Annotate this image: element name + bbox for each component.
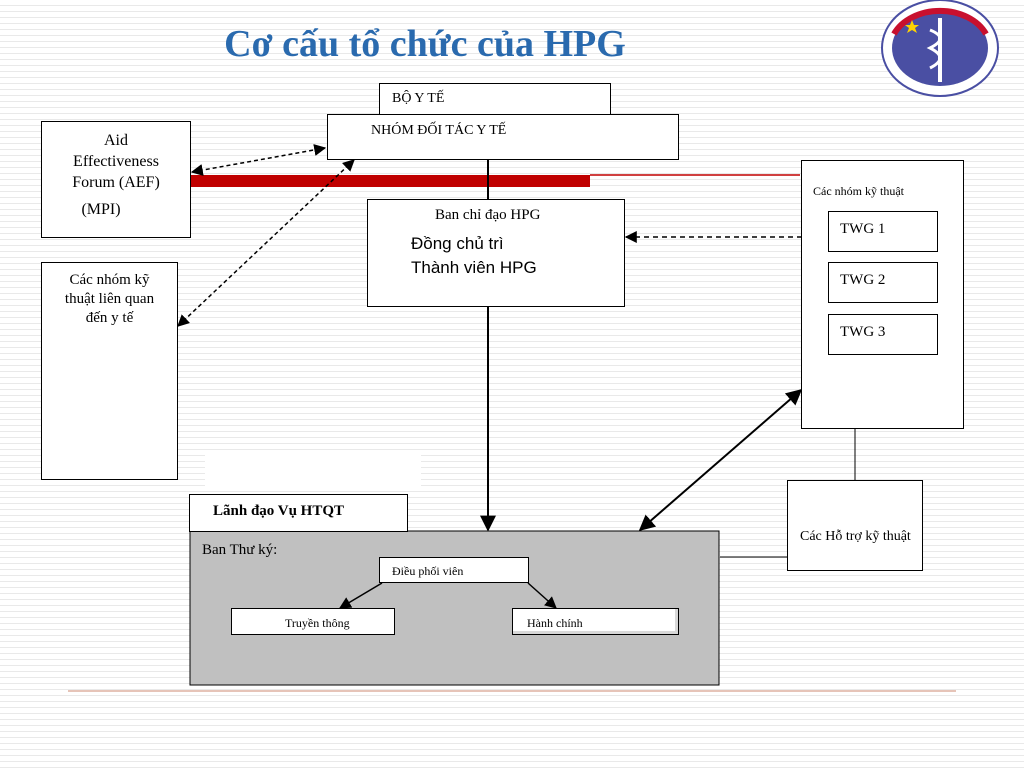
related-groups-line3: đến y tế bbox=[85, 310, 134, 326]
ministry-box: BỘ Y TẾ bbox=[379, 83, 611, 119]
twg1-box: TWG 1 bbox=[828, 211, 938, 252]
twg2-label: TWG 2 bbox=[840, 272, 886, 288]
partnership-group-label: NHÓM ĐỐI TÁC Y TẾ bbox=[371, 123, 507, 138]
aef-box: Aid Effectiveness Forum (AEF) (MPI) bbox=[41, 121, 191, 238]
red-bar bbox=[190, 175, 590, 187]
communications-label: Truyền thông bbox=[285, 616, 350, 630]
administration-label: Hành chính bbox=[527, 616, 583, 630]
slide-title: Cơ cấu tổ chức của HPG bbox=[224, 23, 626, 65]
related-groups-line1: Các nhóm kỹ bbox=[69, 272, 150, 288]
administration-box: Hành chính bbox=[512, 608, 679, 635]
technical-support-box: Các Hỗ trợ kỹ thuật bbox=[787, 480, 923, 571]
ministry-logo bbox=[880, 0, 1000, 98]
leadership-label: Lãnh đạo Vụ HTQT bbox=[213, 503, 345, 519]
leadership-box: Lãnh đạo Vụ HTQT bbox=[189, 494, 408, 532]
related-groups-box: Các nhóm kỹ thuật liên quan đến y tế bbox=[41, 262, 178, 480]
aef-line3: Forum (AEF) bbox=[72, 174, 160, 191]
steering-line1: Đồng chủ trì bbox=[411, 234, 504, 253]
coordinator-box: Điều phối viên bbox=[379, 557, 529, 583]
ministry-label: BỘ Y TẾ bbox=[392, 91, 445, 106]
technical-support-label: Các Hỗ trợ kỹ thuật bbox=[800, 529, 911, 544]
technical-groups-title: Các nhóm kỹ thuật bbox=[813, 184, 904, 198]
aef-line2: Effectiveness bbox=[73, 153, 159, 170]
twg1-label: TWG 1 bbox=[840, 221, 886, 237]
communications-box: Truyền thông bbox=[231, 608, 395, 635]
aef-line4: (MPI) bbox=[81, 201, 121, 218]
related-groups-line2: thuật liên quan bbox=[64, 291, 155, 307]
coordinator-label: Điều phối viên bbox=[392, 564, 464, 578]
steering-title: Ban chỉ đạo HPG bbox=[435, 207, 541, 223]
partnership-group-box: NHÓM ĐỐI TÁC Y TẾ bbox=[327, 114, 679, 160]
twg3-box: TWG 3 bbox=[828, 314, 938, 355]
caduceus-icon bbox=[881, 0, 999, 97]
steering-committee-box: Ban chỉ đạo HPG Đồng chủ trì Thành viên … bbox=[367, 199, 625, 307]
aef-line1: Aid bbox=[104, 132, 128, 149]
steering-line2: Thành viên HPG bbox=[411, 258, 537, 277]
secretariat-title: Ban Thư ký: bbox=[202, 542, 278, 558]
twg3-label: TWG 3 bbox=[840, 324, 886, 340]
twg2-box: TWG 2 bbox=[828, 262, 938, 303]
